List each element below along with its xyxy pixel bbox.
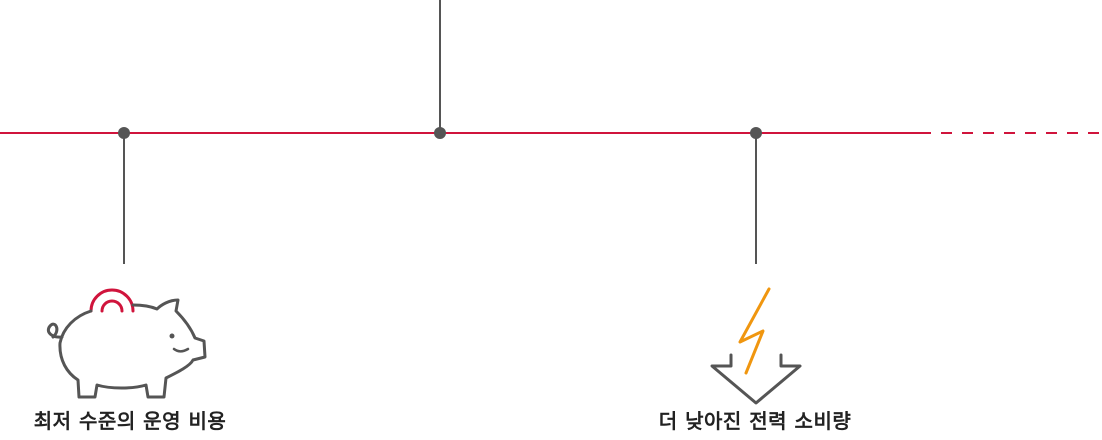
timeline-node-3 [750,127,762,139]
timeline-node-2 [434,127,446,139]
timeline-node-1 [118,127,130,139]
lightning-bolt-down-arrow-icon [710,287,802,405]
caption-lowest-operating-cost: 최저 수준의 운영 비용 [33,409,227,433]
caption-lower-power-consumption: 더 낮아진 전력 소비량 [658,409,852,433]
piggy-bank-icon [46,288,207,399]
